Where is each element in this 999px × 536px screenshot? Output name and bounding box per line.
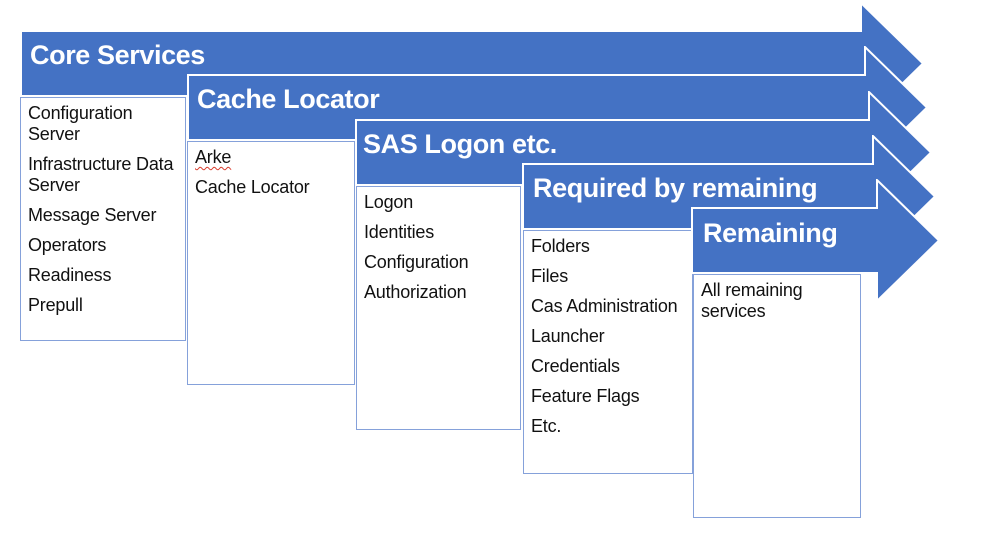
core-services-list: Configuration Server Infrastructure Data…: [20, 97, 186, 341]
list-item: Folders: [531, 236, 590, 256]
list-item: Infrastructure Data Server: [28, 154, 174, 195]
list-item: Credentials: [531, 356, 620, 376]
service-list: Arke Cache Locator: [188, 142, 354, 212]
list-item: Identities: [364, 222, 435, 242]
service-list: All remaining services: [694, 275, 860, 336]
banner-remaining: Remaining: [703, 218, 838, 248]
list-item: Operators: [28, 235, 107, 255]
list-item: All remaining services: [701, 280, 803, 321]
list-item: Files: [531, 266, 569, 286]
service-list: Logon Identities Configuration Authoriza…: [357, 187, 520, 317]
list-item: Authorization: [364, 282, 467, 302]
list-item: Message Server: [28, 205, 157, 225]
service-list: Configuration Server Infrastructure Data…: [21, 98, 185, 330]
list-item: Feature Flags: [531, 386, 640, 406]
required-by-remaining-list: Folders Files Cas Administration Launche…: [523, 230, 693, 474]
right-arrow-shape: [691, 179, 940, 302]
list-item: Logon: [364, 192, 414, 212]
misspelled-word: Arke: [195, 147, 232, 167]
remaining-arrow: [691, 179, 940, 302]
remaining-list: All remaining services: [693, 274, 861, 518]
banner-core-services: Core Services: [30, 40, 205, 70]
list-item: Cas Administration: [531, 296, 678, 316]
list-item: Configuration: [364, 252, 469, 272]
list-item: Prepull: [28, 295, 83, 315]
list-item: Etc.: [531, 416, 562, 436]
banner-sas-logon: SAS Logon etc.: [363, 129, 557, 159]
list-item: Launcher: [531, 326, 605, 346]
list-item: Arke: [195, 147, 347, 168]
cache-locator-list: Arke Cache Locator: [187, 141, 355, 385]
banner-required-by-remaining: Required by remaining: [533, 173, 818, 203]
list-item: Readiness: [28, 265, 112, 285]
service-list: Folders Files Cas Administration Launche…: [524, 231, 692, 451]
sas-logon-list: Logon Identities Configuration Authoriza…: [356, 186, 521, 430]
banner-cache-locator: Cache Locator: [197, 84, 380, 114]
list-item: Cache Locator: [195, 177, 310, 197]
list-item: Configuration Server: [28, 103, 133, 144]
